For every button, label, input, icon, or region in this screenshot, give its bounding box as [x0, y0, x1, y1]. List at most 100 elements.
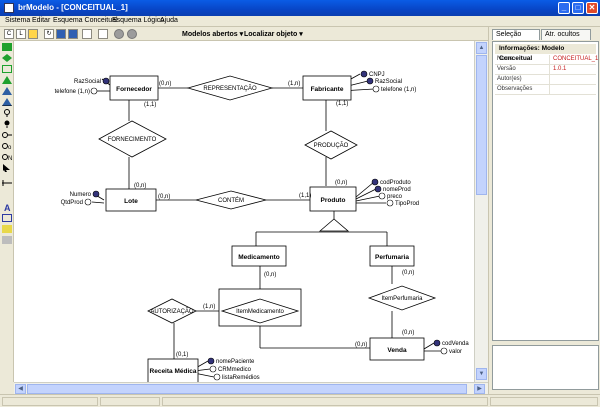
rel-fornecimento[interactable] — [98, 120, 167, 158]
attr-circle — [386, 199, 394, 207]
key-attribute-tool-icon[interactable] — [2, 120, 12, 128]
multivalued-attr-tool-icon[interactable]: N — [2, 153, 12, 162]
entity-produto[interactable] — [309, 186, 357, 212]
properties-header: Informações: Modelo Conceitual — [495, 44, 596, 62]
attr-fab-razao: RazSocial — [375, 79, 402, 85]
scroll-right-icon[interactable]: ▶ — [474, 384, 485, 394]
save-icon[interactable] — [56, 29, 66, 39]
highlight-tool-icon[interactable] — [2, 225, 12, 233]
prop-value[interactable] — [549, 75, 553, 84]
rel-contem[interactable] — [195, 190, 267, 210]
models-dropdown[interactable]: Modelos abertos ▾ — [182, 31, 244, 38]
print-icon[interactable] — [98, 29, 108, 39]
optional-attr-tool-icon[interactable]: o — [2, 142, 12, 151]
note-tool-icon[interactable] — [2, 214, 12, 222]
attr-key-circle — [207, 357, 215, 365]
prop-value[interactable] — [549, 85, 553, 94]
locate-dropdown[interactable]: Localizar objeto ▾ — [244, 31, 303, 38]
gen-tool-icon[interactable] — [2, 87, 12, 95]
prop-key: Nome — [497, 56, 514, 62]
save-all-icon[interactable] — [68, 29, 78, 39]
refresh-icon[interactable]: ↻ — [44, 29, 54, 39]
toolbar: C L ↻ Modelos abertos ▾ Localizar objeto… — [0, 27, 488, 41]
attr-circle — [90, 87, 98, 95]
menu-ajuda[interactable]: Ajuda — [160, 17, 178, 24]
vertical-scrollbar[interactable]: ▲ ▼ — [474, 41, 488, 382]
vertical-scroll-thumb[interactable] — [476, 55, 487, 195]
rel-autorizacao[interactable] — [147, 298, 197, 324]
entity-receita-medica[interactable] — [147, 358, 199, 384]
scroll-down-icon[interactable]: ▼ — [476, 368, 487, 380]
rel-producao[interactable] — [304, 130, 358, 160]
card-perf-down: (0,n) — [402, 270, 414, 276]
text-tool-icon[interactable]: A — [2, 203, 12, 213]
entity-fornecedor[interactable] — [109, 75, 159, 101]
label-fornecedor: Fornecedor — [116, 86, 152, 93]
status-bar — [0, 394, 600, 407]
rel-representacao[interactable] — [186, 75, 274, 101]
card-med-down: (0,n) — [264, 272, 276, 278]
card-fab-rep: (1,n) — [288, 81, 300, 87]
horizontal-scrollbar[interactable]: ◀ ▶ — [14, 382, 488, 394]
app-icon — [4, 3, 14, 13]
scroll-left-icon[interactable]: ◀ — [15, 384, 26, 394]
menu-esquema-conceitual[interactable]: Esquema Conceitual — [53, 17, 118, 24]
open-folder-icon[interactable] — [28, 29, 38, 39]
tab-selecao[interactable]: Seleção — [492, 29, 540, 40]
prop-row-versao[interactable]: Versão 1.0.1 — [495, 65, 596, 75]
new-conceptual-icon[interactable]: C — [4, 29, 14, 39]
redo-icon[interactable] — [127, 29, 137, 39]
menu-editar[interactable]: Editar — [32, 17, 51, 24]
entity-medicamento[interactable] — [231, 245, 287, 267]
rel-itemmedicamento[interactable] — [220, 298, 300, 324]
attr-key-circle — [102, 77, 110, 85]
composite-attr-tool-icon[interactable] — [2, 131, 12, 139]
properties-panel: Seleção Atr. ocultos Informações: Modelo… — [488, 27, 600, 394]
entity-perfumaria[interactable] — [369, 245, 415, 267]
relationship-tool-icon[interactable] — [2, 54, 12, 62]
pointer-tool-icon[interactable] — [2, 164, 12, 172]
attr-prod-nome: nomeProd — [383, 187, 411, 193]
close-button[interactable]: ✕ — [586, 2, 598, 14]
menu-esquema-logico[interactable]: Esquema Lógico — [112, 17, 165, 24]
eraser-tool-icon[interactable] — [2, 236, 12, 244]
scroll-up-icon[interactable]: ▲ — [476, 42, 487, 54]
specialization-tool-icon[interactable] — [2, 76, 12, 84]
gen-excl-tool-icon[interactable] — [2, 98, 12, 107]
label-representacao: REPRESENTAÇÃO — [203, 85, 257, 92]
attribute-tool-icon[interactable] — [2, 109, 12, 117]
label-venda: Venda — [387, 347, 407, 354]
attr-prod-cod: codProduto — [380, 180, 411, 186]
rel-itemperfumaria[interactable] — [367, 285, 437, 311]
entity-lote[interactable] — [105, 188, 157, 212]
prop-row-observacoes[interactable]: Observações — [495, 85, 596, 95]
new-logical-icon[interactable]: L — [16, 29, 26, 39]
specialization-triangle[interactable] — [318, 218, 350, 232]
diagram-canvas[interactable]: Fornecedor Fabricante Lote Produto Medic… — [14, 41, 474, 384]
horizontal-scroll-thumb[interactable] — [27, 384, 467, 394]
attr-forn-razao: RazSocial — [74, 79, 101, 85]
card-receita-up: (0,1) — [176, 352, 188, 358]
entity-venda[interactable] — [369, 337, 425, 361]
prop-value[interactable]: CONCEITUAL_1 — [549, 55, 598, 64]
prop-value[interactable]: 1.0.1 — [549, 65, 566, 74]
prop-row-autores[interactable]: Autor(es) — [495, 75, 596, 85]
card-lote-up: (0,n) — [134, 183, 146, 189]
link-tool-icon[interactable] — [2, 179, 12, 187]
minimize-button[interactable]: _ — [558, 2, 570, 14]
menu-sistema[interactable]: Sistema — [5, 17, 31, 24]
undo-icon[interactable] — [114, 29, 124, 39]
attr-prod-preco: preco — [387, 194, 403, 200]
window-title: brModelo - [CONCEITUAL_1] — [18, 3, 128, 12]
label-lote: Lote — [124, 198, 138, 205]
tab-atr-ocultos[interactable]: Atr. ocultos — [541, 29, 591, 40]
entity-tool-icon[interactable] — [2, 43, 12, 51]
maximize-button[interactable]: □ — [572, 2, 584, 14]
export-icon[interactable] — [82, 29, 92, 39]
entity-fabricante[interactable] — [302, 75, 352, 101]
attr-venda-cod: codVenda — [442, 341, 469, 347]
assoc-entity-tool-icon[interactable] — [2, 65, 12, 73]
attr-lote-qtd: QtdProd — [61, 200, 83, 206]
label-perfumaria: Perfumaria — [375, 254, 409, 261]
prop-row-nome[interactable]: Nome CONCEITUAL_1 — [495, 55, 598, 65]
